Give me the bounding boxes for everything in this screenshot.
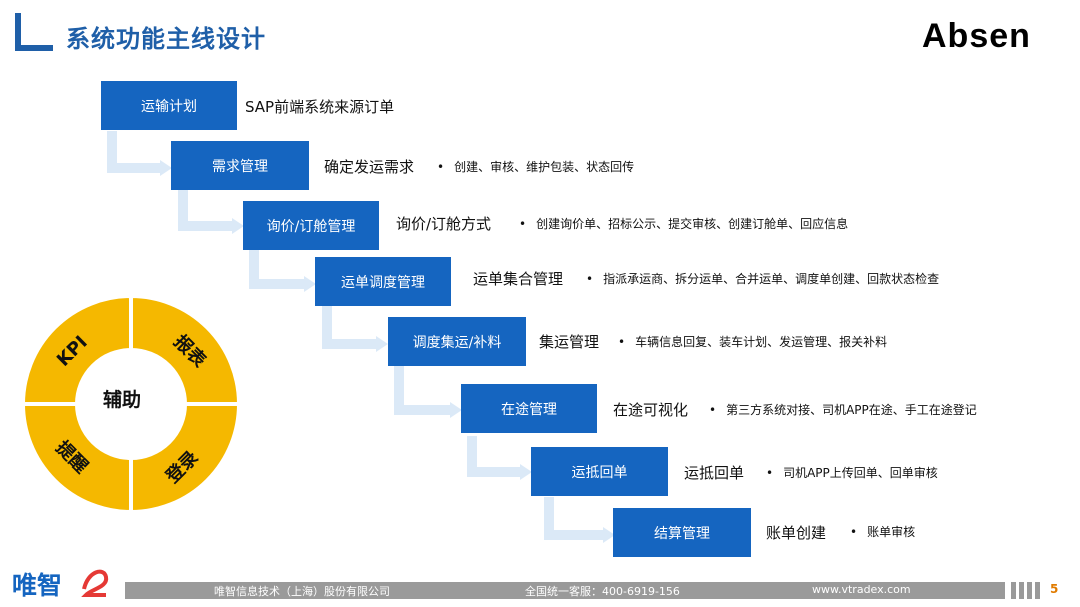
aux-center-label: 辅助 xyxy=(103,389,142,411)
step-2-detail: •创建、审核、维护包装、状态回传 xyxy=(437,160,635,174)
step-transport-plan: 运输计划 xyxy=(101,81,237,130)
brand-swoosh-icon xyxy=(81,569,109,597)
step-settlement: 结算管理 xyxy=(613,508,751,557)
step-6-title: 在途可视化 xyxy=(613,401,689,419)
auxiliary-ring: KPI 报表 登录 提醒 xyxy=(20,293,242,515)
footer-brand-logo: 唯智 xyxy=(12,571,63,600)
page-number: 5 xyxy=(1050,582,1059,596)
connector-7 xyxy=(544,497,603,540)
connector-3 xyxy=(249,250,304,289)
step-3-title: 询价/订舱方式 xyxy=(396,215,492,233)
title-frame-icon xyxy=(15,13,53,51)
step-inquiry-booking: 询价/订舱管理 xyxy=(243,201,379,250)
footer-website: www.vtradex.com xyxy=(812,583,911,596)
step-7-title: 运抵回单 xyxy=(684,464,745,482)
step-3-detail: •创建询价单、招标公示、提交审核、创建订舱单、回应信息 xyxy=(519,217,849,231)
ring-segment-login xyxy=(129,402,242,515)
step-1-title: SAP前端系统来源订单 xyxy=(245,98,395,116)
step-4-detail: •指派承运商、拆分运单、合并运单、调度单创建、回款状态检查 xyxy=(586,272,940,286)
footer-bar xyxy=(125,582,1005,599)
connector-2 xyxy=(178,190,232,231)
step-2-title: 确定发运需求 xyxy=(324,158,415,176)
step-8-detail: •账单审核 xyxy=(850,525,916,539)
connector-5 xyxy=(394,366,450,415)
step-5-title: 集运管理 xyxy=(539,333,600,351)
connector-1 xyxy=(107,131,160,173)
step-6-detail: •第三方系统对接、司机APP在途、手工在途登记 xyxy=(709,403,977,417)
step-arrival-receipt: 运抵回单 xyxy=(531,447,668,496)
ring-segment-reminder xyxy=(20,402,133,515)
step-waybill-dispatch: 运单调度管理 xyxy=(315,257,451,306)
ring-segment-kpi xyxy=(20,293,133,406)
footer-hotline: 全国统一客服：400-6919-156 xyxy=(525,585,680,598)
step-8-title: 账单创建 xyxy=(766,524,827,542)
absen-logo: Absen xyxy=(922,17,1031,55)
page-title: 系统功能主线设计 xyxy=(66,25,266,53)
footer-stripes xyxy=(1011,582,1040,599)
connector-6 xyxy=(467,436,520,477)
step-4-title: 运单集合管理 xyxy=(473,270,564,288)
step-consolidation: 调度集运/补料 xyxy=(388,317,526,366)
ring-segment-report xyxy=(129,293,242,406)
connector-4 xyxy=(322,306,376,349)
footer-company: 唯智信息技术（上海）股份有限公司 xyxy=(214,585,390,598)
step-demand-management: 需求管理 xyxy=(171,141,309,190)
step-7-detail: •司机APP上传回单、回单审核 xyxy=(766,466,938,480)
step-in-transit: 在途管理 xyxy=(461,384,597,433)
step-5-detail: •车辆信息回复、装车计划、发运管理、报关补料 xyxy=(618,335,888,349)
